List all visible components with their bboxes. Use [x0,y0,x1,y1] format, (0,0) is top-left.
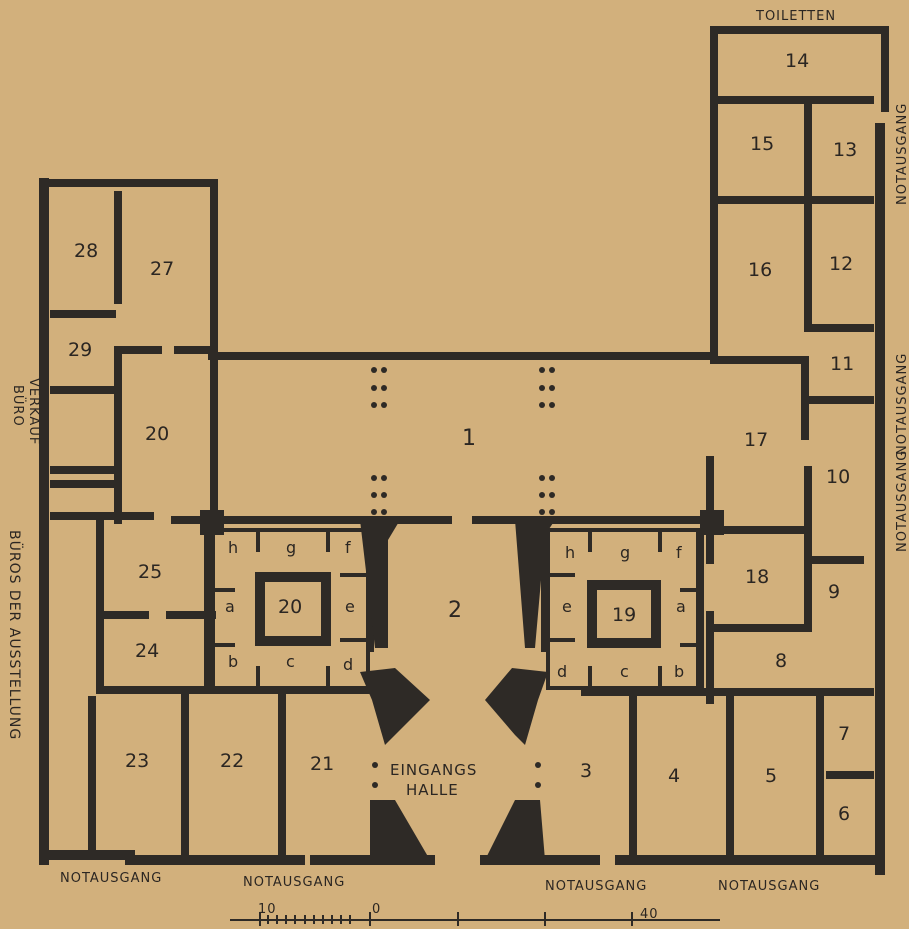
room-25: 25 [138,561,162,583]
sub-left-b: b [228,652,238,671]
scale-bar [230,912,720,926]
room-18: 18 [745,566,769,588]
room-5: 5 [765,765,777,787]
room-20-cabinet: 20 [278,596,302,618]
sub-left-h: h [228,538,238,557]
room-12: 12 [829,253,853,275]
room-22: 22 [220,750,244,772]
notausgang-bottom-3: NOTAUSGANG [545,879,647,894]
sub-left-g: g [286,538,296,557]
verkauf-label: VERKAUF [26,378,41,445]
halle-label: HALLE [406,781,459,799]
sub-labels-left: h g f a e b c d [225,538,355,674]
room-labels: 1 2 3 4 5 6 7 8 9 10 11 12 13 14 15 16 1… [68,50,857,825]
sub-right-h: h [565,543,575,562]
room-27: 27 [150,258,174,280]
room-15: 15 [750,133,774,155]
sub-right-a: a [676,597,686,616]
notausgang-bottom-2: NOTAUSGANG [243,875,345,890]
room-3: 3 [580,760,592,782]
room-21: 21 [310,753,334,775]
notausgang-right-1: NOTAUSGANG [895,103,909,205]
room-1: 1 [462,426,476,451]
scale-0: 0 [372,902,381,917]
room-2: 2 [448,598,462,623]
entrance-piers [200,510,724,860]
room-20: 20 [145,423,169,445]
sub-left-d: d [343,655,353,674]
sub-right-e: e [562,597,572,616]
sub-left-c: c [286,652,295,671]
columns [371,367,555,788]
notausgang-right-2: NOTAUSGANG [895,353,909,455]
scale-40: 40 [640,907,659,922]
sub-left-a: a [225,597,235,616]
sub-right-d: d [557,662,567,681]
room-24: 24 [135,640,159,662]
room-13: 13 [833,139,857,161]
room-17: 17 [744,429,768,451]
captions: TOILETTEN EINGANGS HALLE NOTAUSGANG NOTA… [6,9,909,894]
toiletten-label: TOILETTEN [755,9,836,24]
room-9: 9 [828,581,840,603]
sub-right-f: f [676,543,682,562]
room-28: 28 [74,240,98,262]
room-19: 19 [612,604,636,626]
room-23: 23 [125,750,149,772]
room-7: 7 [838,723,850,745]
buero-label: BÜRO [10,385,27,427]
cabinet-right [546,528,700,690]
room-6: 6 [838,803,850,825]
notausgang-bottom-1: NOTAUSGANG [60,871,162,886]
room-29: 29 [68,339,92,361]
room-16: 16 [748,259,772,281]
room-14: 14 [785,50,809,72]
room-8: 8 [775,650,787,672]
cabinet-left [211,528,370,690]
sub-right-b: b [674,662,684,681]
scale-10: 10 [258,902,277,917]
eingangs-label: EINGANGS [390,761,477,779]
sub-left-e: e [345,597,355,616]
room-10: 10 [826,466,850,488]
sub-right-g: g [620,543,630,562]
notausgang-right-3: NOTAUSGANG [895,450,909,552]
sub-labels-right: h g f e a d c b [557,543,686,681]
notausgang-bottom-4: NOTAUSGANG [718,879,820,894]
sub-left-f: f [345,538,351,557]
room-11: 11 [830,353,854,375]
sub-right-c: c [620,662,629,681]
bueros-ausstellung-label: BÜROS DER AUSSTELLUNG [6,530,24,740]
room-4: 4 [668,765,680,787]
